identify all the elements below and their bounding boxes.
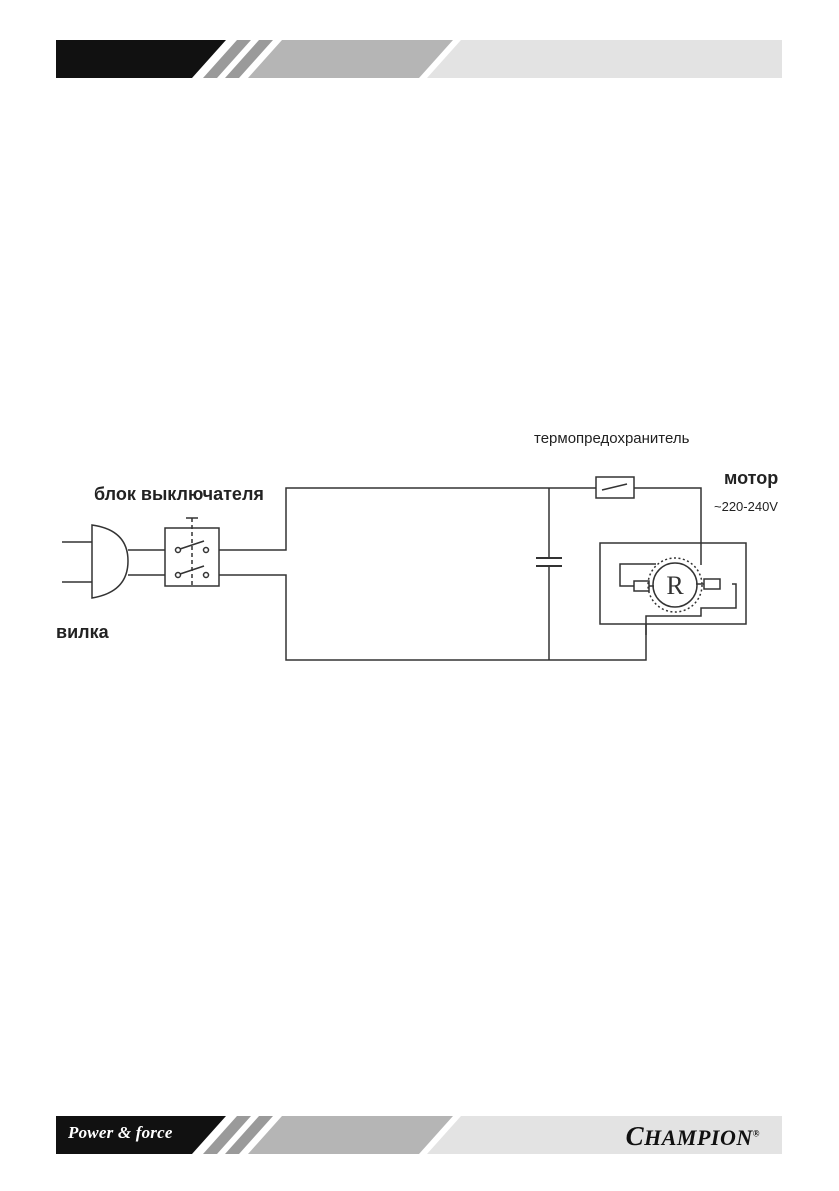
brand-name: HAMPION (644, 1125, 753, 1150)
switch-contact (174, 546, 182, 554)
plug-label: вилка (56, 622, 109, 642)
footer-mid-block (248, 1116, 453, 1154)
switch-contact (202, 546, 210, 554)
header-light-block (427, 40, 782, 78)
header-band (56, 40, 782, 78)
champion-logo: CHAMPION® (626, 1121, 760, 1152)
wiring-diagram: R термопредохранитель мотор ~220-240V бл… (56, 420, 796, 680)
motor-housing (599, 542, 747, 625)
switch-block-label: блок выключателя (94, 484, 264, 504)
rotor-symbol: R (666, 571, 684, 600)
footer-dark-block (56, 1116, 226, 1154)
footer-stripe-1 (203, 1116, 251, 1154)
plug-symbol (91, 524, 129, 599)
header-stripes (56, 40, 782, 78)
thermal-fuse-contact (601, 483, 628, 491)
motor-rotor (652, 562, 698, 608)
motor-winding-right (645, 583, 737, 635)
wire-bottom-main (219, 574, 549, 661)
footer-stripe-2 (225, 1116, 273, 1154)
registered-mark: ® (752, 1128, 760, 1139)
circuit-drawing: R (62, 476, 747, 661)
header-stripe-1 (203, 40, 251, 78)
footer-light-block (427, 1116, 782, 1154)
motor-winding-left (619, 563, 656, 587)
wire-top-main (219, 487, 549, 551)
wire-fuse-motor (634, 487, 702, 565)
switch-contact (174, 571, 182, 579)
footer-stripes (56, 1116, 782, 1154)
thermal-fuse-label: термопредохранитель (534, 430, 690, 447)
switch-contact (202, 571, 210, 579)
footer-band: Power & force CHAMPION® (56, 1116, 782, 1154)
motor-rotor-teeth (647, 557, 703, 613)
header-dark-block (56, 40, 226, 78)
brand-initial: C (625, 1121, 645, 1151)
motor-label: мотор (724, 468, 779, 488)
motor-brush-left (633, 580, 650, 592)
motor-brush-right (703, 578, 721, 590)
header-mid-block (248, 40, 453, 78)
wire-bottom-motor (549, 624, 647, 661)
voltage-label: ~220-240V (714, 499, 778, 514)
header-stripe-2 (225, 40, 273, 78)
switch-lever-top (179, 540, 205, 550)
footer-slogan: Power & force (68, 1123, 173, 1142)
